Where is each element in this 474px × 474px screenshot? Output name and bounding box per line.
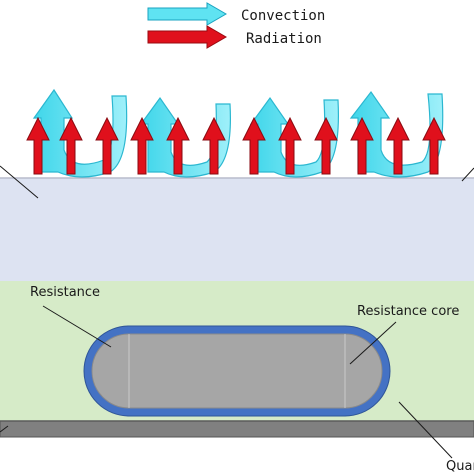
leader-resistance	[42, 305, 112, 348]
radiation-legend-arrow	[147, 25, 227, 49]
leader-resistance-core	[349, 321, 397, 365]
base-plate	[0, 420, 474, 438]
radiation-arrow	[26, 116, 50, 175]
radiation-arrow	[242, 116, 266, 175]
convection-arrow	[349, 90, 444, 178]
legend: Convection Radiation	[147, 2, 325, 49]
radiation-arrow	[314, 116, 338, 175]
convection-legend-arrow	[147, 2, 227, 26]
quartz-label: Quar	[446, 459, 474, 474]
radiation-arrow	[166, 116, 190, 175]
heater-element	[83, 325, 391, 417]
resistance-label: Resistance	[30, 285, 100, 300]
radiation-arrow	[422, 116, 446, 175]
leader-top-right	[461, 167, 474, 182]
radiation-legend-label: Radiation	[246, 31, 322, 47]
convection-legend-label: Convection	[241, 8, 325, 24]
resistance-core	[91, 333, 383, 409]
leader-quartz	[398, 401, 453, 459]
resistance-core-label: Resistance core	[357, 304, 459, 319]
top-layer	[0, 178, 474, 281]
radiation-arrow	[202, 116, 226, 175]
radiation-arrow	[130, 116, 154, 175]
leader-base-left	[0, 425, 9, 433]
radiation-arrow	[59, 116, 83, 175]
radiation-arrow	[386, 116, 410, 175]
leader-lines	[0, 165, 474, 459]
leader-top-left	[0, 165, 39, 199]
radiation-arrow	[278, 116, 302, 175]
convection-arrow	[249, 96, 339, 178]
radiation-arrow	[350, 116, 374, 175]
convection-arrows	[32, 88, 444, 178]
radiation-arrows	[26, 116, 446, 175]
radiation-arrow	[95, 116, 119, 175]
